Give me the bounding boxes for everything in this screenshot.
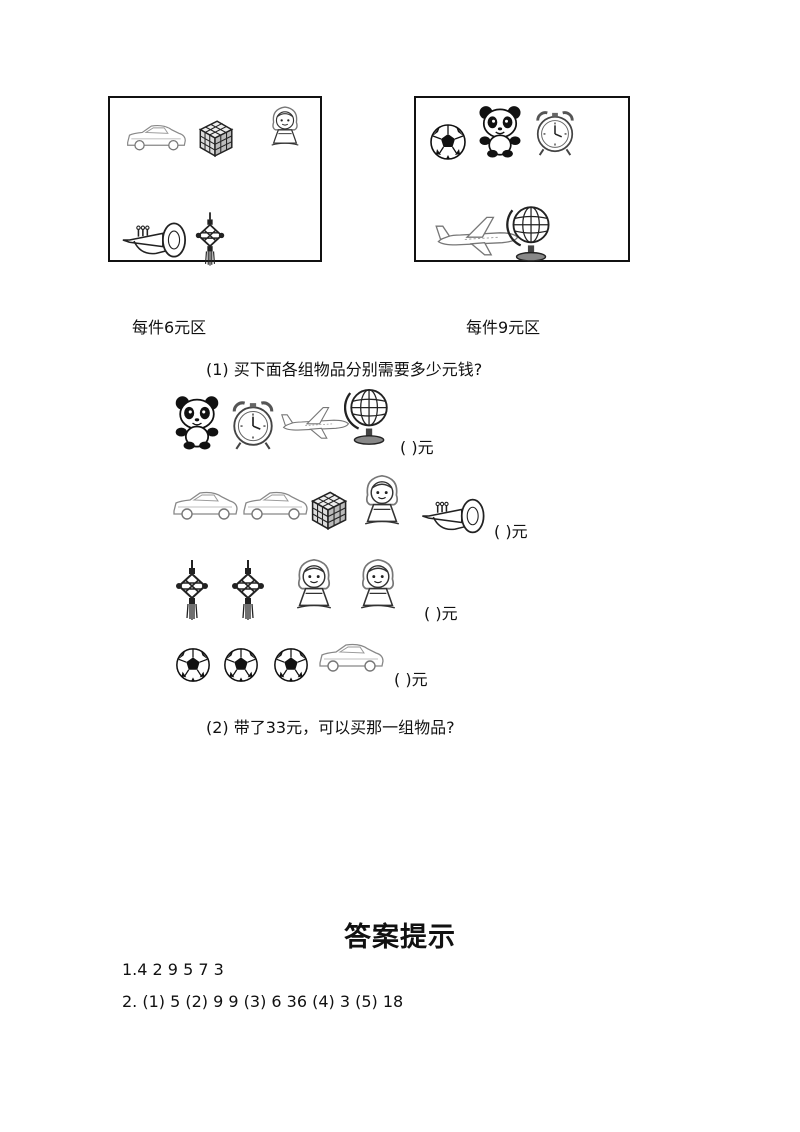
zone-9-yuan-box — [414, 96, 630, 262]
answers-title: 答案提示 — [344, 922, 456, 953]
doll-icon — [354, 554, 402, 616]
trumpet-icon — [418, 496, 488, 536]
doll-icon — [358, 470, 406, 532]
car-icon — [124, 120, 188, 154]
answer-line-1: 1.4 2 9 5 7 3 — [122, 960, 224, 979]
globe-icon — [344, 384, 392, 448]
question-1-row-3: ( )元 — [0, 550, 800, 630]
answer-blank-row-3[interactable]: ( )元 — [424, 604, 458, 623]
soccer-ball-icon — [272, 646, 310, 684]
soccer-ball-icon — [428, 122, 468, 162]
airplane-icon — [280, 402, 352, 442]
zone-9-yuan-label: 每件9元区 — [466, 318, 541, 337]
car-icon — [170, 486, 240, 524]
question-1-row-2: ( )元 — [0, 466, 800, 546]
answer-blank-row-1[interactable]: ( )元 — [400, 438, 434, 457]
question-1-row-4: ( )元 — [0, 634, 800, 694]
zone-6-yuan-label: 每件6元区 — [132, 318, 207, 337]
panda-icon — [476, 104, 524, 158]
question-2-title: (2) 带了33元，可以买那一组物品? — [206, 718, 455, 737]
chinese-knot-icon — [174, 558, 210, 622]
answer-line-2: 2. (1) 5 (2) 9 9 (3) 6 36 (4) 3 (5) 18 — [122, 992, 404, 1011]
soccer-ball-icon — [174, 646, 212, 684]
panda-icon — [172, 394, 222, 450]
alarm-clock-icon — [228, 398, 278, 452]
alarm-clock-icon — [532, 108, 578, 158]
rubiks-cube-icon — [194, 116, 236, 160]
zone-6-yuan-box — [108, 96, 322, 262]
chinese-knot-icon — [194, 212, 226, 266]
doll-icon — [290, 554, 338, 616]
answer-blank-row-4[interactable]: ( )元 — [394, 670, 428, 689]
answer-blank-row-2[interactable]: ( )元 — [494, 522, 528, 541]
doll-icon — [266, 100, 304, 154]
chinese-knot-icon — [230, 558, 266, 622]
rubiks-cube-icon — [306, 488, 350, 532]
question-1-row-1: ( )元 — [0, 380, 800, 460]
question-1-title: (1) 买下面各组物品分别需要多少元钱? — [206, 360, 483, 379]
globe-icon — [506, 202, 554, 264]
car-icon — [240, 486, 310, 524]
soccer-ball-icon — [222, 646, 260, 684]
trumpet-icon — [118, 220, 190, 260]
car-icon — [316, 638, 386, 676]
